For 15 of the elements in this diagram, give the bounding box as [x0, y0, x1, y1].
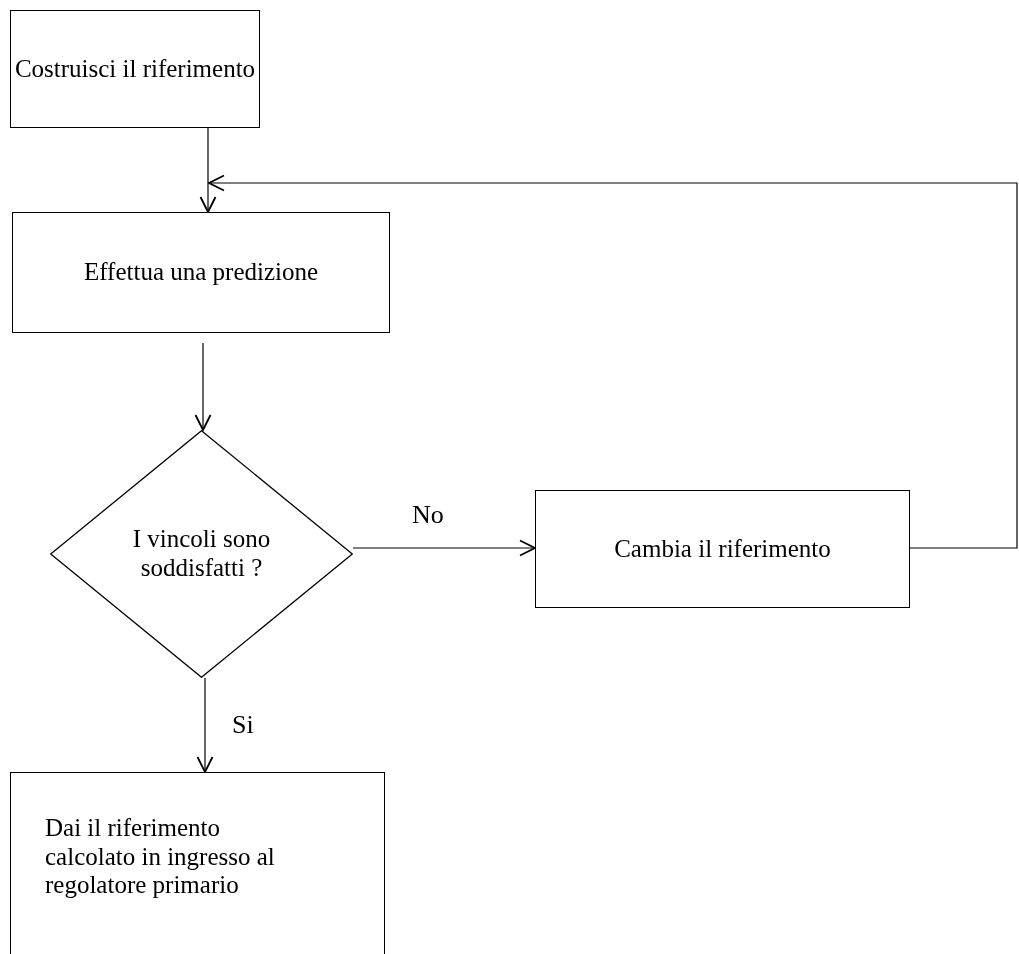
step-text: Effettua una predizione [83, 258, 319, 287]
process-box [12, 212, 390, 333]
process-box [535, 490, 910, 608]
decision-text: I vincoli sono soddisfatti ? [131, 525, 272, 583]
arrow [352, 539, 536, 557]
step-text: Dai il riferimento calcolato in ingresso al regolatore primario [45, 813, 276, 901]
step-text: Costruisci il riferimento [14, 54, 256, 84]
decision-diamond [50, 430, 353, 678]
process-box [10, 10, 260, 128]
arrow [194, 342, 212, 431]
process-box [10, 772, 385, 954]
arrow [208, 174, 1018, 549]
arrow [196, 677, 214, 773]
step-text: Cambia il riferimento [614, 534, 831, 564]
arrow [199, 127, 217, 213]
